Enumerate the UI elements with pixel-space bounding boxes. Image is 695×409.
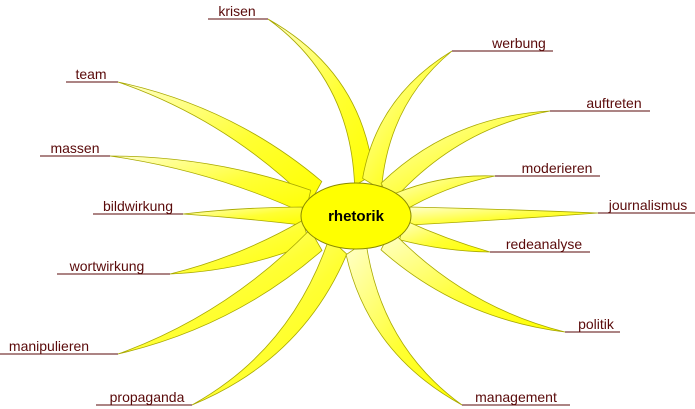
branches-layer <box>109 18 599 406</box>
branch-label: moderieren <box>522 160 593 176</box>
branch-label: krisen <box>218 3 255 19</box>
branch-label: management <box>475 389 557 405</box>
branch-label: bildwirkung <box>103 198 173 214</box>
branch-node-wortwirkung[interactable]: wortwirkung <box>57 258 170 275</box>
branch-node-bildwirkung[interactable]: bildwirkung <box>93 198 183 215</box>
branch-label: team <box>75 66 106 82</box>
branch-petal-massen <box>109 155 312 215</box>
branch-petal-wortwirkung <box>169 219 310 275</box>
branch-node-redeanalyse[interactable]: redeanalyse <box>490 236 590 253</box>
branch-label: propaganda <box>110 389 185 405</box>
labels-layer: krisen werbung team auftreten massen moderier… <box>0 3 695 406</box>
branch-node-krisen[interactable]: krisen <box>208 3 268 20</box>
branch-node-propaganda[interactable]: propaganda <box>96 389 192 406</box>
branch-petal-management <box>345 240 463 406</box>
branch-petal-politik <box>380 229 566 333</box>
branch-petal-moderieren <box>394 175 496 214</box>
branch-node-team[interactable]: team <box>66 66 118 83</box>
branch-label: werbung <box>491 35 546 51</box>
branch-label: manipulieren <box>9 338 89 354</box>
center-ellipse <box>300 182 412 250</box>
branch-label: wortwirkung <box>69 258 145 274</box>
branch-label: journalismus <box>608 197 688 213</box>
branch-node-journalismus[interactable]: journalismus <box>598 197 695 214</box>
branch-petal-journalismus <box>409 206 599 226</box>
branch-node-management[interactable]: management <box>462 389 570 406</box>
branch-node-auftreten[interactable]: auftreten <box>550 95 650 112</box>
branch-node-manipulieren[interactable]: manipulieren <box>0 338 118 355</box>
branch-petal-bildwirkung <box>182 206 303 226</box>
branch-node-politik[interactable]: politik <box>565 316 620 333</box>
branch-petal-krisen <box>267 18 374 187</box>
branch-node-moderieren[interactable]: moderieren <box>495 160 600 177</box>
branch-petal-redeanalyse <box>399 219 491 253</box>
branch-petal-propaganda <box>191 237 348 406</box>
branch-node-werbung[interactable]: werbung <box>452 35 553 52</box>
center-label: rhetorik <box>328 208 385 225</box>
branch-label: massen <box>50 140 99 156</box>
center-node[interactable]: rhetorik <box>300 182 412 250</box>
branch-node-massen[interactable]: massen <box>40 140 110 157</box>
branch-label: politik <box>578 316 615 332</box>
branch-petal-manipulieren <box>117 228 323 355</box>
branch-label: redeanalyse <box>506 236 582 252</box>
branch-label: auftreten <box>586 95 641 111</box>
branch-petal-werbung <box>362 50 453 191</box>
